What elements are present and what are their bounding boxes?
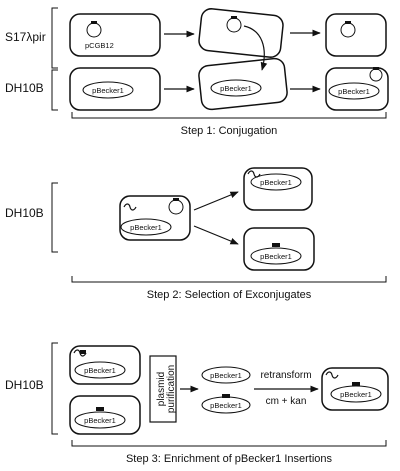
plasmid-label-pbecker1: pBecker1 [340,390,372,399]
plasmid-label-pbecker1: pBecker1 [92,86,124,95]
plasmid-label-pbecker1: pBecker1 [338,87,370,96]
strain-label-dh10b-step1: DH10B [5,81,44,95]
bracket-dh10b-step3 [51,342,58,435]
donor-cell-after [325,13,387,57]
recipient-cell-after: pBecker1 [325,67,389,111]
plasmid-label-pbecker1: pBecker1 [210,401,242,410]
exconjugant-cell-insertion: pBecker1 [243,227,315,271]
strain-label-dh10b-step3: DH10B [5,378,44,392]
bracket-step2 [71,276,387,283]
step1-caption: Step 1: Conjugation [181,125,278,137]
step3-caption: Step 3: Enrichment of pBecker1 Insertion… [126,453,333,465]
plasmid-purification-box: plasmid purification [149,355,177,423]
plasmid-label-pbecker1: pBecker1 [210,371,242,380]
pool-cell-bottom: pBecker1 [69,395,141,435]
donor-cell: pCGB12 [69,13,161,57]
selection-label: cm + kan [266,396,307,407]
purified-plasmids: pBecker1 pBecker1 [201,366,251,414]
step2-caption: Step 2: Selection of Exconjugates [147,289,312,301]
bracket-dh10b-step1 [51,69,58,111]
plasmid-label-pbecker1: pBecker1 [260,178,292,187]
bracket-dh10b-step2 [51,182,58,253]
bracket-s17 [51,7,58,69]
arrow [193,191,239,211]
final-insertion-cell: pBecker1 [321,367,389,411]
retransform-label: retransform [260,370,311,381]
arrow [193,225,239,245]
plasmid-label-pbecker1: pBecker1 [220,84,252,93]
procedure-label-purification: purification [166,365,177,413]
plasmid-label-pbecker1: pBecker1 [84,416,116,425]
procedure-label-plasmid: plasmid [156,372,167,406]
transconjugant-cell: pBecker1 [119,195,191,241]
recipient-cell-step1: pBecker1 [69,67,161,111]
plasmid-label-pbecker1: pBecker1 [130,223,162,232]
strain-label-dh10b-step2: DH10B [5,206,44,220]
mating-pair-cells: pBecker1 [198,8,288,111]
pool-cell-top: pBecker1 [69,345,141,385]
bracket-step3 [71,440,387,447]
exconjugant-cell-plasmid: pBecker1 [243,167,313,211]
plasmid-label-pbecker1: pBecker1 [84,366,116,375]
plasmid-label-pcgb12: pCGB12 [85,41,114,50]
strain-label-s17: S17λpir [5,30,46,44]
plasmid-label-pbecker1: pBecker1 [260,252,292,261]
bracket-step1 [71,112,387,119]
